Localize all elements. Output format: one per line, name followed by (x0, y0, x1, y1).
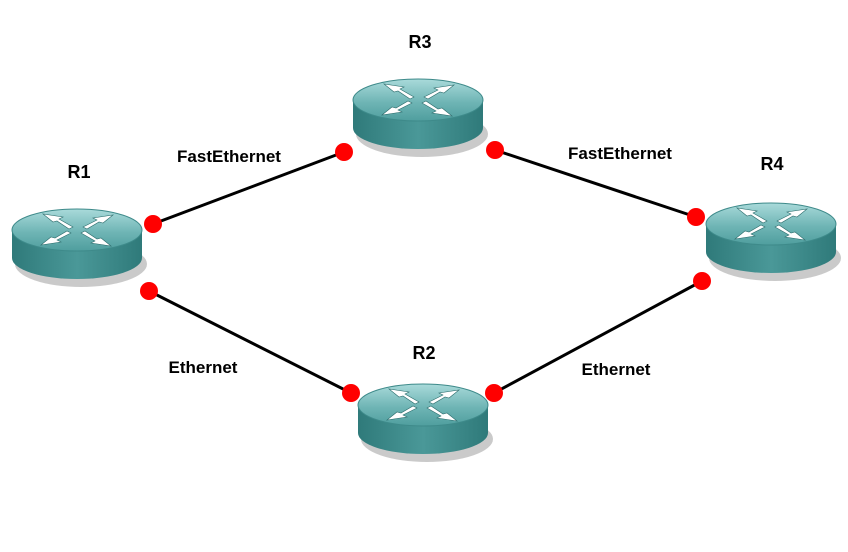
link-label-r1-r2: Ethernet (169, 358, 238, 377)
router-icon (705, 202, 842, 282)
interface-dot[interactable] (144, 215, 162, 233)
link-label-r3-r4: FastEthernet (568, 144, 672, 163)
interface-dot[interactable] (693, 272, 711, 290)
links (148, 148, 703, 395)
router-r2[interactable]: R2 (357, 343, 494, 463)
link-r2-r4[interactable] (493, 279, 703, 395)
interface-dot[interactable] (485, 384, 503, 402)
router-r4[interactable]: R4 (705, 154, 842, 282)
link-r1-r2[interactable] (148, 289, 352, 395)
interface-dot[interactable] (342, 384, 360, 402)
router-icon (11, 208, 148, 288)
link-r1-r3[interactable] (152, 150, 345, 226)
router-r3[interactable]: R3 (352, 32, 489, 158)
link-label-r1-r3: FastEthernet (177, 147, 281, 166)
link-r3-r4[interactable] (494, 148, 697, 219)
router-r1[interactable]: R1 (11, 162, 148, 288)
interface-dots (140, 141, 711, 402)
interface-dot[interactable] (687, 208, 705, 226)
router-name: R1 (67, 162, 90, 182)
router-icon (357, 383, 494, 463)
link-label-r2-r4: Ethernet (582, 360, 651, 379)
router-name: R2 (412, 343, 435, 363)
router-name: R3 (408, 32, 431, 52)
interface-dot[interactable] (335, 143, 353, 161)
interface-dot[interactable] (486, 141, 504, 159)
interface-dot[interactable] (140, 282, 158, 300)
router-icon (352, 78, 489, 158)
router-name: R4 (760, 154, 783, 174)
